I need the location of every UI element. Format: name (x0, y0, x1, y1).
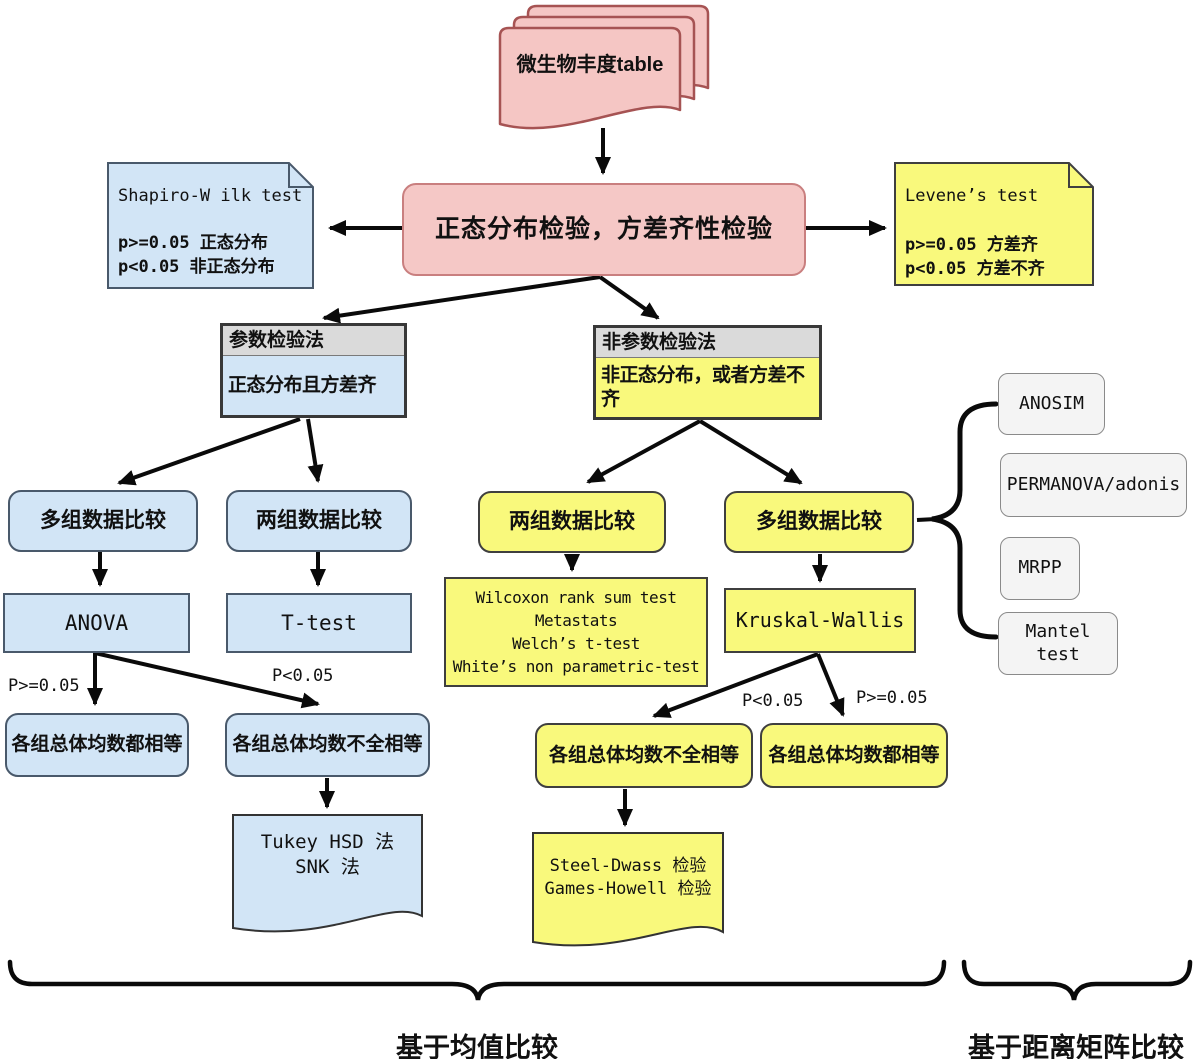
test-line: White’s non parametric-test (452, 657, 700, 677)
test-line: Welch’s t-test (512, 634, 640, 653)
parametric-p-ge-label: P>=0.05 (8, 676, 80, 696)
levene-note-shape (894, 162, 1094, 286)
test-line: Metastats (534, 610, 618, 630)
mean-brace (7, 959, 947, 1001)
parametric-equal-node: 各组总体均数都相等 (5, 713, 189, 777)
nonparametric-multigroup-node: 多组数据比较 (724, 491, 914, 553)
kruskal-wallis-node: Kruskal-Wallis (724, 588, 916, 653)
mean-comparison-label: 基于均值比较 (396, 1033, 558, 1059)
parametric-p-lt-label: P<0.05 (272, 666, 334, 686)
document-stack-shape (498, 4, 710, 130)
distance-matrix-comparison-label: 基于距离矩阵比较 (968, 1033, 1184, 1059)
anova-node: ANOVA (3, 593, 190, 653)
normality-variance-test-node: 正态分布检验，方差齐性检验 (402, 183, 806, 276)
posthoc-line: Tukey HSD 法 (260, 831, 395, 853)
nonparametric-branch-title: 非参数检验法 (596, 328, 819, 358)
shapiro-note-shape (107, 162, 314, 289)
mrpp-node: MRPP (1000, 537, 1080, 600)
anosim-node: ANOSIM (998, 373, 1105, 435)
levene-note-line2: p>=0.05 方差齐 (905, 235, 1038, 255)
parametric-not-all-equal-node: 各组总体均数不全相等 (225, 713, 430, 777)
nonparametric-branch-condition: 非正态分布，或者方差不齐 (596, 358, 819, 417)
mantel-test-node: Mantel test (998, 612, 1118, 675)
posthoc-line: SNK 法 (295, 855, 360, 878)
nonparametric-branch-node: 非参数检验法 非正态分布，或者方差不齐 (593, 325, 822, 420)
parametric-multigroup-node: 多组数据比较 (8, 490, 198, 552)
bracket-connector (916, 517, 937, 522)
nonparametric-p-ge-label: P>=0.05 (856, 688, 928, 708)
tukey-document-shape (232, 814, 423, 933)
shapiro-note-line2: p>=0.05 正态分布 (118, 233, 268, 253)
levene-note-line3: p<0.05 方差不齐 (905, 259, 1045, 279)
test-line: Wilcoxon rank sum test (475, 587, 677, 607)
abundance-table-label: 微生物丰度table (516, 53, 664, 76)
nonparametric-p-lt-label: P<0.05 (742, 691, 804, 711)
nonparametric-twogroup-node: 两组数据比较 (478, 491, 666, 553)
tukey-document-text: Tukey HSD 法 SNK 法 (233, 830, 422, 879)
parametric-branch-node: 参数检验法 正态分布且方差齐 (220, 323, 407, 418)
shapiro-note-line1: Shapiro-W ilk test (118, 186, 303, 206)
parametric-twogroup-node: 两组数据比较 (226, 490, 412, 552)
distance-bracket (931, 401, 999, 640)
shapiro-note-line3: p<0.05 非正态分布 (118, 257, 275, 277)
parametric-branch-title: 参数检验法 (223, 326, 404, 356)
arrows (87, 128, 887, 827)
distance-brace (961, 959, 1193, 1001)
nonparametric-twogroup-tests-node: Wilcoxon rank sum test Metastats Welch’s… (444, 577, 708, 687)
steel-document-text: Steel-Dwass 检验 Games-Howell 检验 (533, 855, 723, 901)
steel-document-shape (532, 832, 724, 947)
nonparametric-not-all-equal-node: 各组总体均数不全相等 (535, 723, 753, 788)
nonparametric-equal-node: 各组总体均数都相等 (760, 723, 948, 788)
posthoc-line: Games-Howell 检验 (544, 878, 712, 899)
parametric-branch-condition: 正态分布且方差齐 (223, 356, 404, 415)
t-test-node: T-test (226, 593, 412, 653)
posthoc-line: Steel-Dwass 检验 (549, 856, 707, 876)
permanova-node: PERMANOVA/adonis (1000, 453, 1187, 517)
levene-note-line1: Levene’s test (905, 186, 1039, 206)
